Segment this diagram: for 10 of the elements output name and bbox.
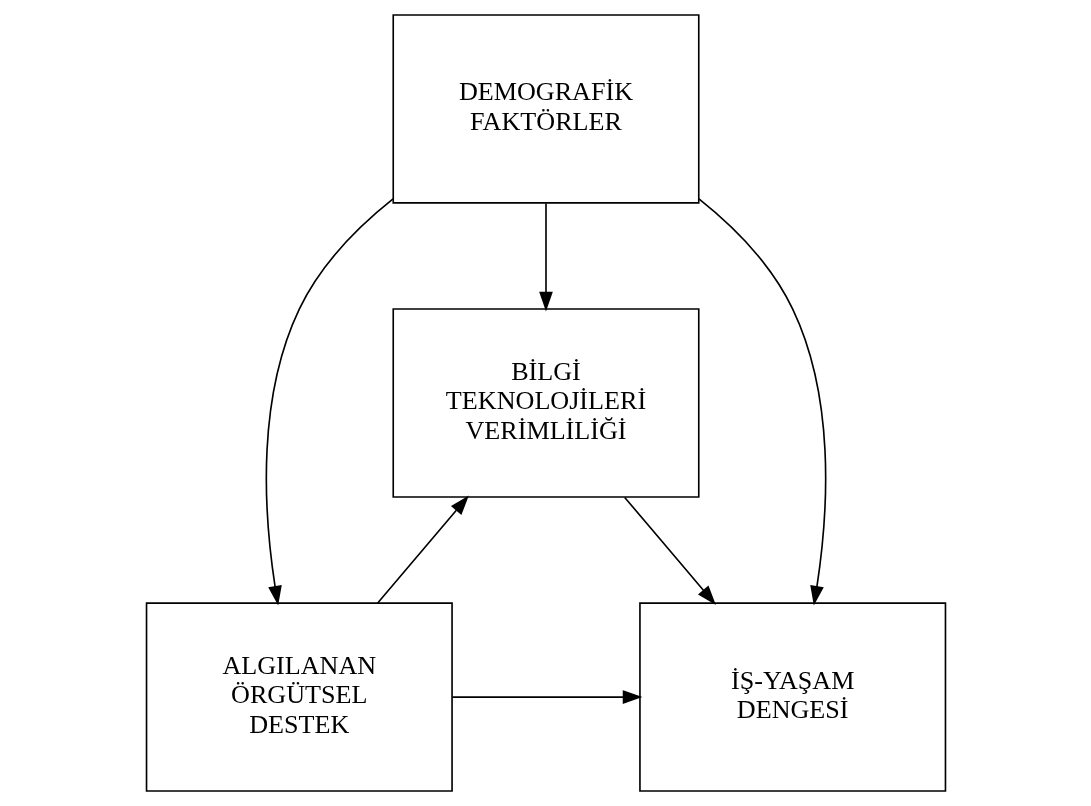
node-box: BİLGİ TEKNOLOJİLERİ VERİMLİLİĞİ <box>391 308 700 498</box>
arrow <box>623 496 716 605</box>
arrow <box>451 690 642 704</box>
arrow <box>376 495 469 604</box>
node-box: İŞ-YAŞAM DENGESİ <box>638 602 946 792</box>
arrow <box>265 198 394 606</box>
arrow <box>538 202 553 312</box>
node-box: DEMOGRAFİK FAKTÖRLER <box>391 14 700 204</box>
node-box: ALGILANAN ÖRGÜTSEL DESTEK <box>145 602 453 792</box>
arrow <box>697 198 826 606</box>
